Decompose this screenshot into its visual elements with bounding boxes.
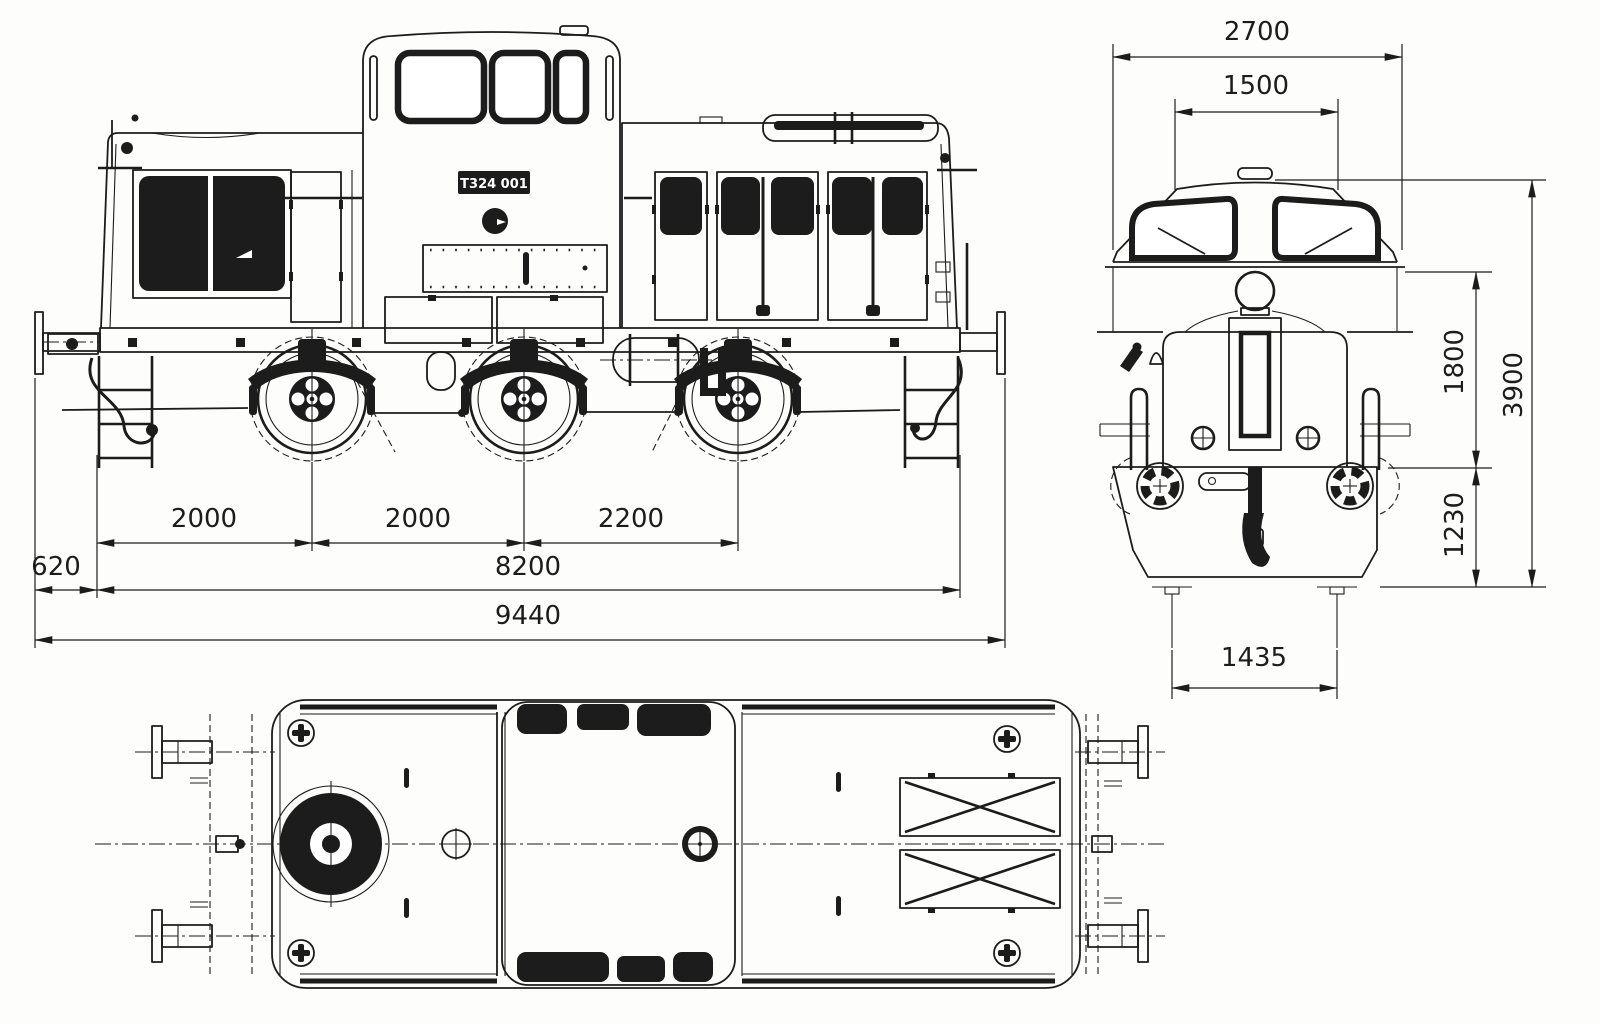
- plan-front-hood: [272, 704, 506, 984]
- wheel-1: [246, 327, 378, 463]
- exhaust-silencer: [762, 112, 939, 144]
- engine-doors: [652, 171, 929, 321]
- front-hood-face: [1099, 270, 1411, 470]
- buffer-left: [1137, 463, 1183, 509]
- side-dimensions: 2000 2000 2200 620 8200 9440: [31, 378, 1006, 648]
- wheel-3: [672, 327, 804, 463]
- front-underframe: [1110, 457, 1400, 648]
- cooling-fan: [272, 781, 390, 907]
- roof-cap: [1237, 167, 1273, 180]
- underfloor-panel-left: [384, 296, 493, 344]
- plan-body-outline: [271, 699, 1081, 989]
- windshield-right: [1272, 195, 1381, 261]
- cab-window-3: [552, 49, 590, 125]
- wheel-2: [458, 327, 590, 463]
- dim-axle-spacing-2: 2000: [385, 504, 451, 534]
- coupling-hook: [1242, 467, 1270, 567]
- dim-body-width: 2700: [1224, 17, 1290, 47]
- running-gear: [61, 327, 901, 463]
- sandbox-hatch: [426, 351, 456, 391]
- buffer-right: [1327, 463, 1373, 509]
- front-hood: [98, 114, 363, 329]
- wiper-left: [1157, 227, 1206, 255]
- marker-lamp-left: [1190, 425, 1216, 451]
- front-buffer: [34, 311, 44, 375]
- dim-axle-spacing-1: 2000: [171, 504, 237, 534]
- brake-rod: [61, 407, 249, 411]
- dim-axle-spacing-3: 2200: [598, 504, 664, 534]
- cab-side-lamp: [482, 208, 508, 234]
- rear-buffer: [996, 311, 1006, 375]
- front-roof-headlight: [1234, 270, 1276, 312]
- front-headlight: [98, 114, 142, 170]
- plan-rear-hood: [742, 704, 1061, 984]
- number-plate-text: T324 001: [460, 177, 528, 192]
- front-dimensions: 2700 1500 1800 3900 1230 1435: [1112, 17, 1546, 699]
- roof-hatch-1: [899, 773, 1061, 837]
- brake-hose-rear: [911, 357, 963, 441]
- front-view: 2700 1500 1800 3900 1230 1435: [1097, 17, 1546, 699]
- filler-cap: [287, 719, 315, 747]
- steps-rear: [903, 356, 960, 468]
- steps-front: [97, 356, 154, 468]
- roof-hatch-2: [899, 849, 1061, 913]
- dim-overall-height: 3900: [1499, 352, 1529, 418]
- end-equipment: [34, 311, 1006, 468]
- dim-cab-width: 1500: [1223, 71, 1289, 101]
- engine-lift-point: [440, 828, 472, 860]
- dim-frame-height: 1230: [1440, 492, 1470, 558]
- front-handrail-right: [1361, 387, 1381, 470]
- rear-handrail: [937, 153, 977, 330]
- dim-track-gauge: 1435: [1221, 643, 1287, 673]
- plan-view: [95, 699, 1165, 989]
- horn: [1120, 342, 1164, 372]
- underfloor-panel-right: [496, 296, 604, 344]
- cab-handrail-left: [369, 55, 378, 121]
- rear-hood: [621, 112, 977, 330]
- front-handrail-left: [1129, 387, 1149, 470]
- plan-cab-roof: [501, 701, 743, 986]
- wiper-right: [1304, 227, 1353, 255]
- roof-hatch-arc: [151, 132, 261, 139]
- brake-hose-front: [88, 357, 156, 445]
- marker-lamp-right: [1295, 425, 1321, 451]
- radiator-grille: [132, 169, 292, 299]
- front-hood-door: [289, 170, 353, 328]
- cab-window-1: [394, 49, 488, 125]
- side-view: T324 001: [31, 25, 1006, 648]
- rails: [1152, 586, 1357, 648]
- dim-body-height: 1800: [1440, 329, 1470, 395]
- roof-vent: [559, 25, 589, 36]
- exhaust-outlet: [682, 826, 718, 862]
- dim-frame-length: 8200: [495, 552, 561, 582]
- filler-cap: [287, 939, 315, 967]
- filler-cap: [993, 939, 1021, 967]
- front-cab: [1097, 167, 1413, 333]
- hood-front-door: [1228, 317, 1282, 451]
- number-plate: T324 001: [458, 171, 530, 194]
- air-reservoir: [600, 334, 712, 386]
- filler-cap: [993, 725, 1021, 753]
- battery-box: [422, 244, 608, 293]
- plan-buffers-right: [1075, 714, 1165, 974]
- plan-buffers-left: [135, 714, 275, 974]
- dim-total-length: 9440: [495, 601, 561, 631]
- cab-handrail-right: [605, 55, 614, 121]
- cab: T324 001: [362, 25, 621, 344]
- dim-buffer-projection: 620: [31, 552, 81, 582]
- frame-bracket: [700, 348, 726, 396]
- cab-window-2: [488, 49, 552, 125]
- windshield-left: [1129, 195, 1238, 261]
